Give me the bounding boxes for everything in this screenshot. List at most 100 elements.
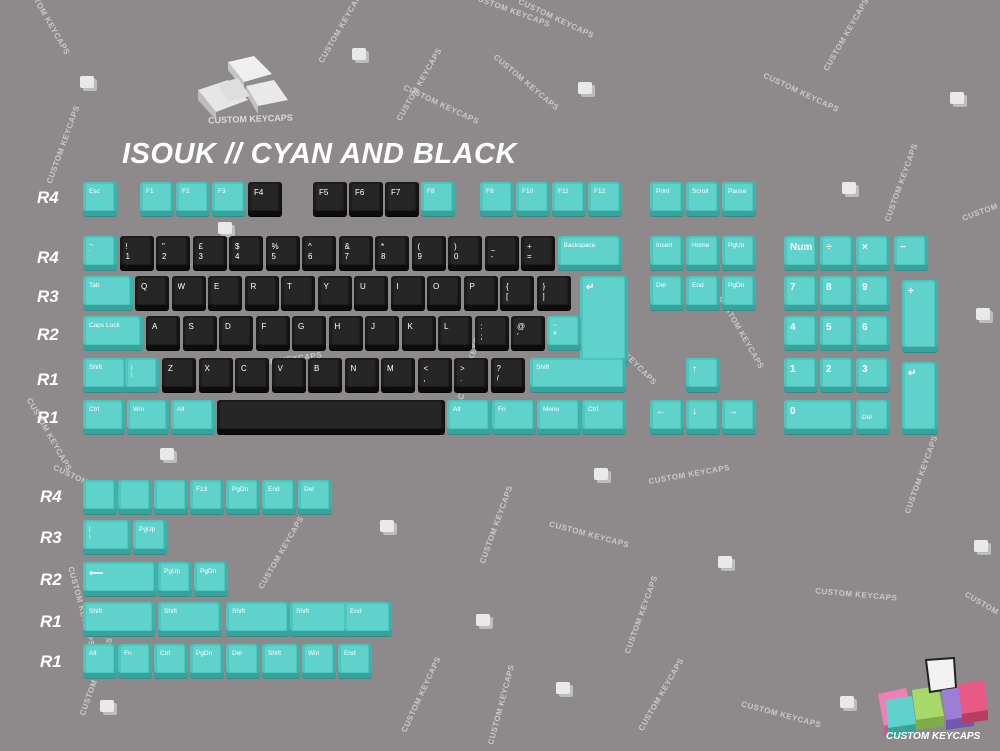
keycap-legend: Scroll: [692, 188, 709, 195]
keycap-legend: Insert: [656, 242, 673, 249]
keycap: F4: [248, 182, 282, 216]
row-profile-label: R4: [40, 487, 62, 506]
keycap-legend: S: [188, 322, 194, 331]
watermark-text: CUSTOM KEYCAPS: [401, 83, 481, 126]
keycap: −: [894, 236, 928, 270]
keycap: F6: [349, 182, 383, 216]
keycap-legend: 6: [862, 322, 868, 333]
keycap-legend: Shift: [89, 608, 103, 615]
keycap-legend: ^ 6: [308, 242, 313, 261]
keycap-legend: Y: [323, 282, 329, 291]
keycap-legend: PgDn: [200, 568, 217, 575]
watermark-text: CUSTOM KEYCAPS: [963, 589, 1000, 639]
keycap-legend: F4: [254, 188, 264, 197]
keycap-legend: F8: [427, 188, 435, 195]
keycap: PgUp: [133, 520, 167, 554]
keycap: Win: [302, 644, 336, 678]
keycap: J: [365, 316, 399, 350]
keycap-legend: F7: [391, 188, 401, 197]
keycap: S: [182, 316, 217, 350]
keycap: PgUp: [722, 236, 756, 270]
keycap: O: [427, 276, 461, 310]
keycap: Shift: [83, 602, 155, 636]
decorative-keycap-image: [594, 468, 608, 480]
keycap: ↑: [686, 358, 720, 392]
decorative-keycap-image: [718, 556, 732, 568]
keycap: 8: [820, 276, 854, 310]
keycap-legend: F6: [355, 188, 365, 197]
keycap-legend: Esc: [89, 188, 100, 195]
keycap: Shift: [290, 602, 354, 636]
keycap: ! 1: [119, 236, 154, 270]
keycap: W: [171, 276, 206, 310]
keycap-legend: 5: [826, 322, 832, 333]
keycap: Backspace: [557, 236, 622, 270]
keycap-legend: F12: [594, 188, 606, 195]
decorative-keycap-image: [218, 222, 232, 234]
keycap: Ctrl: [582, 400, 626, 434]
keycap-legend: F11: [558, 188, 569, 195]
keycap: F7: [385, 182, 419, 216]
keycap-legend: * 8: [381, 242, 386, 261]
keycap-legend: Alt: [453, 406, 461, 413]
keycap: I: [390, 276, 425, 310]
keycap: : ;: [474, 316, 509, 350]
keycap: F12: [588, 182, 622, 216]
keycap: 3: [856, 358, 890, 392]
keycap-legend: End: [268, 486, 280, 493]
decorative-keycap-image: [974, 540, 988, 552]
brand-logo: [872, 654, 994, 746]
keycap-legend: ~ #: [553, 322, 557, 337]
keycap-legend: ¬ `: [89, 242, 93, 257]
keycap: Ctrl: [154, 644, 188, 678]
keycap-legend: Fn: [124, 650, 132, 657]
watermark-text: CUSTOM KEYCAPS: [548, 519, 631, 550]
keycap: D: [219, 316, 253, 350]
keycap-legend: Tab: [89, 282, 100, 289]
keycap-legend: Home: [692, 242, 710, 249]
keycap-legend: T: [287, 282, 292, 291]
keycap-legend: F3: [218, 188, 226, 195]
keycap: N: [344, 358, 379, 392]
keycap-legend: L: [444, 322, 449, 331]
keycap: [118, 480, 152, 514]
keycap-legend: Ctrl: [89, 406, 100, 413]
keycap-legend: 3: [862, 364, 868, 375]
keycap-legend: K: [407, 322, 413, 331]
keycap: T: [281, 276, 315, 310]
keycap-legend: < ,: [423, 364, 429, 383]
keycap-legend: F1: [146, 188, 154, 195]
keycap: Alt: [171, 400, 215, 434]
keycap: Q: [135, 276, 169, 310]
keycap-legend: Ctrl: [160, 650, 171, 657]
keycap: Menu: [537, 400, 581, 434]
keycap-legend: G: [298, 322, 305, 331]
keycap: 4: [784, 316, 818, 350]
keycap: Pause: [722, 182, 756, 216]
keycap-legend: Shift: [536, 364, 550, 371]
keycap-legend: : ;: [480, 322, 483, 341]
decorative-keycap-image: [578, 82, 592, 94]
keycap-legend: { [: [506, 282, 509, 301]
watermark-text: CUSTOM KEYCAPS: [902, 434, 940, 515]
keycap: 9: [856, 276, 890, 310]
keycap: R: [244, 276, 279, 310]
keycap: 1: [784, 358, 818, 392]
row-profile-label: R1: [40, 652, 62, 671]
keycap: £ 3: [192, 236, 227, 270]
keycap: 7: [784, 276, 818, 310]
keycap: Fn: [492, 400, 536, 434]
decorative-keycap-image: [80, 76, 94, 88]
keycap-legend: ÷: [826, 242, 832, 253]
keycap-legend: ↵: [908, 368, 917, 379]
row-profile-label: R2: [40, 570, 62, 589]
keycap-legend: PgUp: [728, 242, 745, 249]
keycap-legend: % 5: [271, 242, 279, 261]
keycap-legend: Shift: [296, 608, 310, 615]
row-profile-label: R3: [40, 528, 62, 547]
keycap: C: [235, 358, 269, 392]
keycap: . Del: [856, 400, 890, 434]
keycap-legend: } ]: [542, 282, 546, 301]
decorative-keycap-image: [100, 700, 114, 712]
